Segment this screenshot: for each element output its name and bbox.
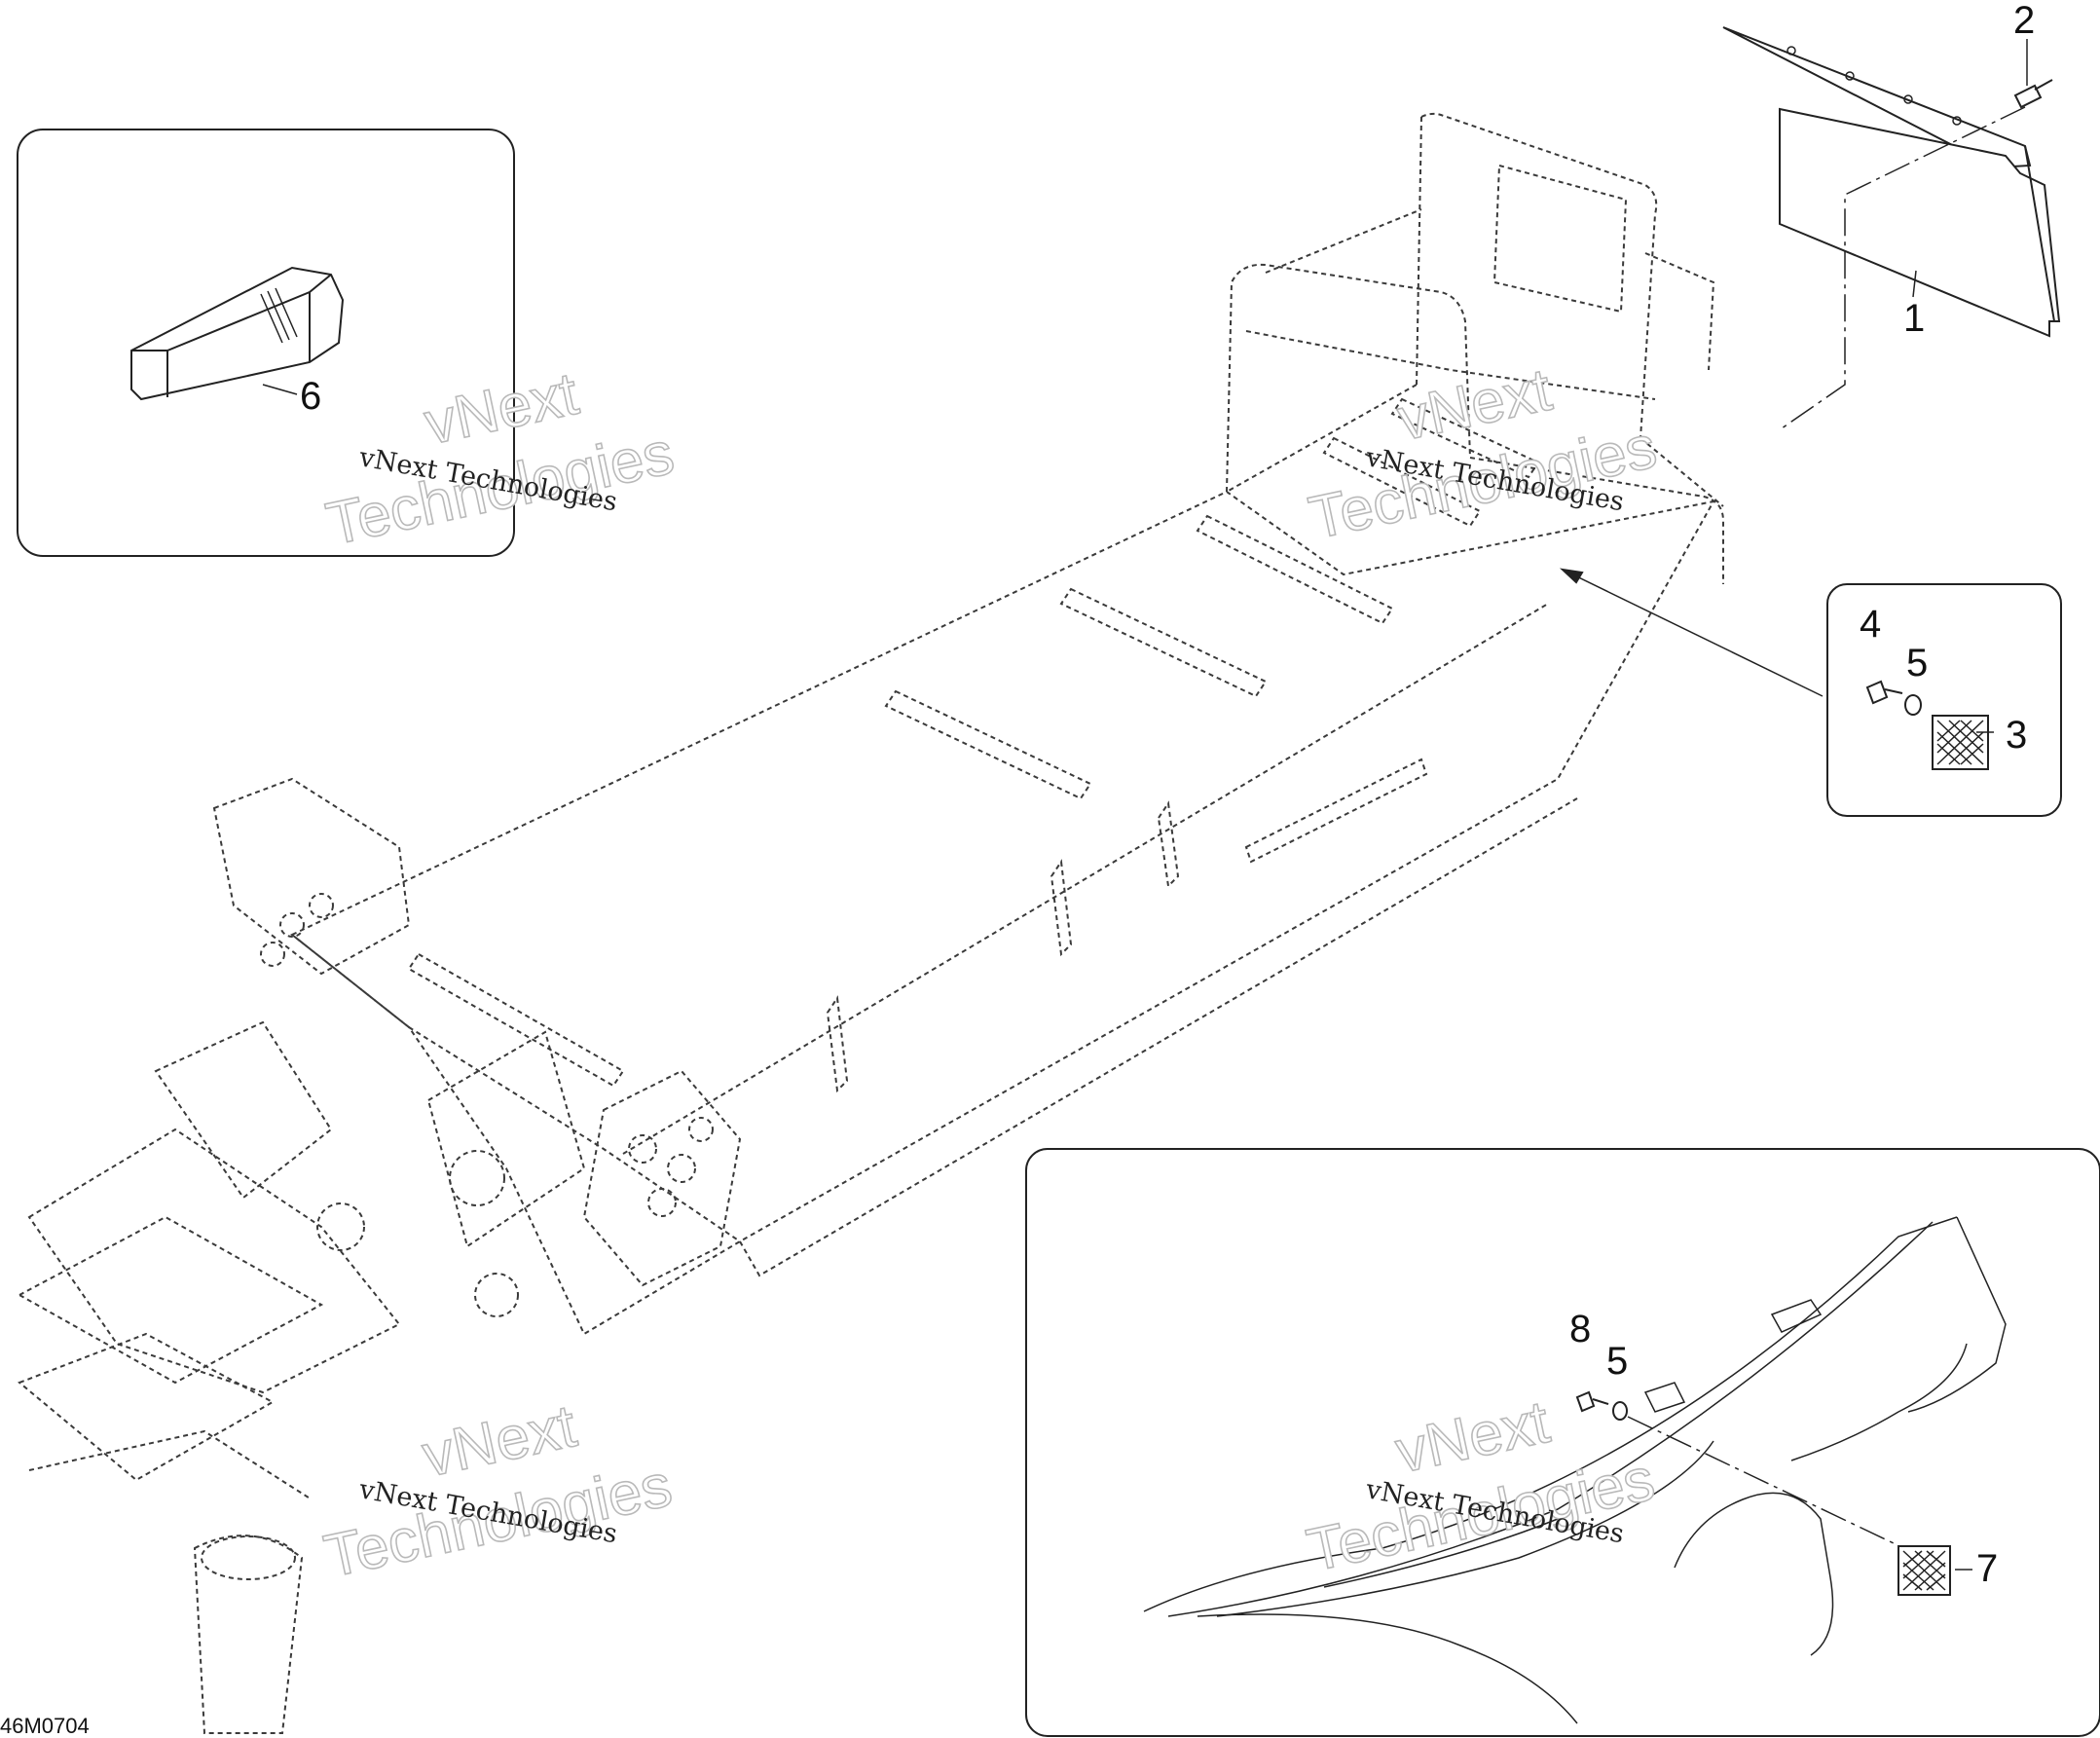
callout-5-side: 5 bbox=[1606, 1340, 1628, 1383]
inset-seat-cushion bbox=[17, 129, 515, 557]
leader-arrowhead bbox=[1559, 568, 1584, 584]
callout-1: 1 bbox=[1903, 297, 1925, 340]
callout-3: 3 bbox=[2006, 714, 2027, 757]
callout-5-rear: 5 bbox=[1906, 642, 1928, 684]
mud-flap-part bbox=[1722, 26, 2061, 338]
leader-line-flap bbox=[1781, 106, 2026, 429]
callout-7: 7 bbox=[1976, 1547, 1998, 1590]
callout-2: 2 bbox=[2013, 0, 2035, 42]
callout-4: 4 bbox=[1860, 603, 1881, 646]
drawing-code: 46M0704 bbox=[0, 1714, 90, 1738]
leader-line-1 bbox=[1912, 270, 1917, 298]
callout-labels: 1 2 3 4 5 5 6 7 8 bbox=[300, 0, 2035, 1590]
inset-rear-reflector bbox=[1826, 583, 2062, 817]
callout-8: 8 bbox=[1569, 1308, 1591, 1350]
inset-side-reflector bbox=[1025, 1148, 2100, 1737]
rivet-part bbox=[2013, 79, 2053, 109]
tunnel-frame-drawing bbox=[17, 112, 1724, 1734]
leader-line-reflector bbox=[1562, 569, 1824, 697]
callout-6: 6 bbox=[300, 375, 321, 418]
